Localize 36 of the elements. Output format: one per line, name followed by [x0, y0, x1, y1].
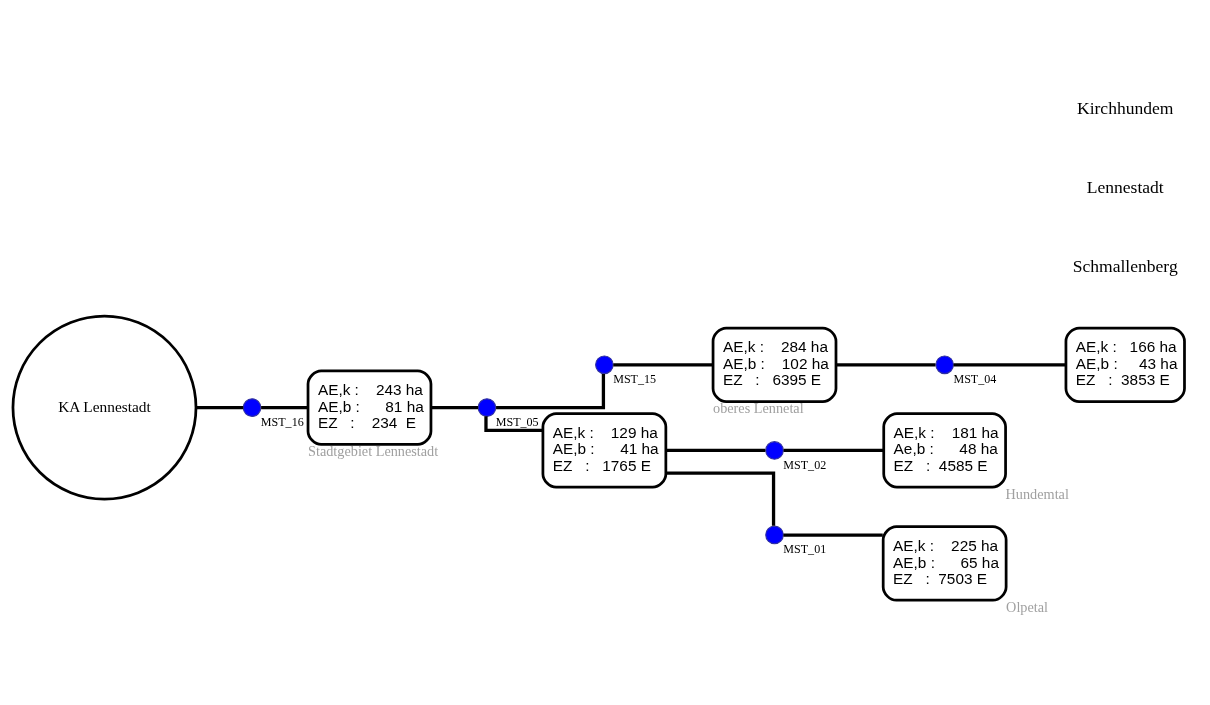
node-box: AE,k : 129 ha AE,b : 41 ha EZ : 1765 E [541, 411, 668, 489]
connector [261, 405, 308, 409]
connector [836, 362, 936, 366]
node-label: MST_16 [260, 414, 304, 429]
connector [953, 362, 1066, 366]
node-label: MST_02 [783, 457, 827, 472]
node-box: AE,k : 166 ha AE,b : 43 ha EZ : 3853 E [1064, 326, 1186, 403]
connector [196, 405, 244, 409]
node-box: AE,k : 243 ha AE,b : 81 ha EZ : 234 E [306, 368, 433, 446]
node-box: AE,k : 225 ha AE,b : 65 ha EZ : 7503 E [881, 524, 1008, 602]
label: Schmallenberg [1072, 255, 1178, 276]
node-label: MST_04 [953, 371, 997, 386]
label: Lennestadt [1086, 176, 1164, 197]
node-box: AE,k : 181 ha Ae,b : 48 ha EZ : 4585 E [882, 411, 1007, 489]
connector [783, 533, 883, 537]
node-circle [477, 397, 497, 417]
node-label: MST_01 [783, 541, 827, 556]
node-circle: KA Lennestadt [11, 314, 198, 500]
node-label: MST_05 [495, 414, 539, 429]
node-circle [765, 525, 784, 544]
connector [783, 448, 884, 452]
node-circle [595, 354, 614, 374]
node-label: MST_15 [613, 371, 657, 386]
node-circle [765, 440, 784, 460]
connector [496, 373, 606, 409]
node-circle [242, 397, 262, 417]
node-label: Olpetal [1006, 598, 1049, 615]
connector [431, 405, 479, 409]
connector [665, 471, 776, 526]
node-label: Hundemtal [1005, 485, 1069, 502]
connector [613, 362, 713, 366]
connector [666, 448, 766, 452]
node-circle [935, 354, 954, 374]
connector [484, 415, 543, 432]
node-box: AE,k : 284 ha AE,b : 102 ha EZ : 6395 E [711, 326, 838, 403]
label: Kirchhundem [1076, 97, 1174, 118]
